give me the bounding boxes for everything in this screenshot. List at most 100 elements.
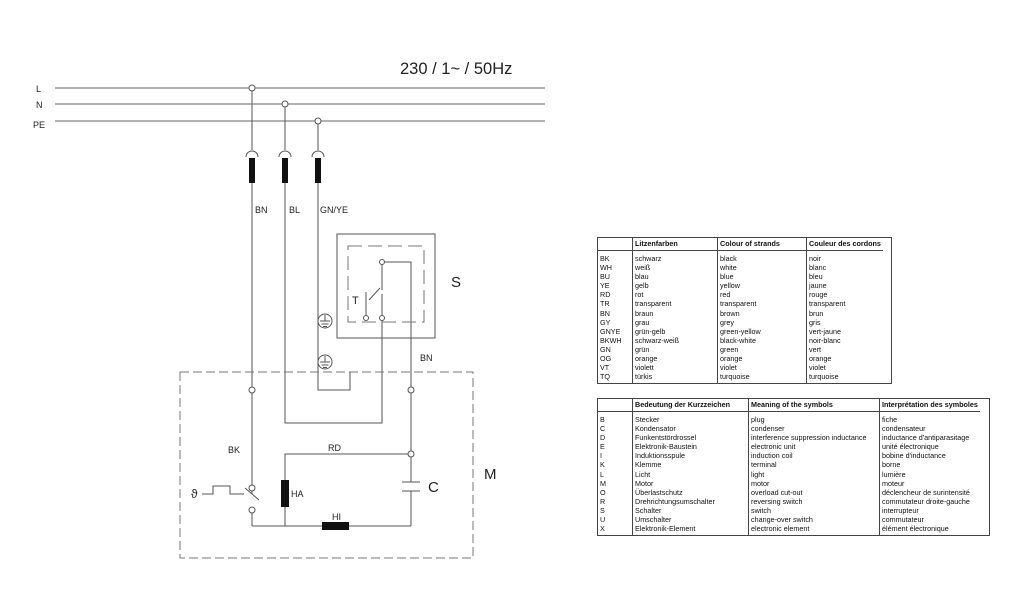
symbol-row-english: overload cut-out [748, 487, 880, 497]
symbol-row-french: inductance d'antiparasitage [878, 433, 980, 443]
strand-row-german: weiß [632, 263, 718, 273]
symbol-row-english: induction coil [748, 451, 880, 461]
strand-row-english: turquoise [717, 372, 807, 384]
symbol-legend-header: Bedeutung der Kurzzeichen Meaning of the… [598, 399, 980, 412]
switch-box-inner [347, 245, 425, 323]
symbol-row-code: X [600, 524, 605, 534]
wire-label-bn-top: BN [255, 205, 268, 215]
strand-row-code: GNYE [600, 326, 621, 336]
switch-label-S: S [451, 274, 461, 291]
symbol-row-code: D [600, 433, 606, 443]
symbol-row-english: motor [748, 478, 880, 488]
wire-label-bl-top: BL [289, 205, 300, 215]
strand-row-french: bleu [805, 272, 883, 282]
symbol-row-code: E [600, 442, 605, 452]
strand-row-german: türkis [632, 372, 718, 384]
strand-row-german: grün-gelb [632, 326, 718, 336]
symbol-row-french: commutateur [878, 515, 980, 525]
strand-row-french: vert-jaune [805, 326, 883, 336]
strand-row-french: noir-blanc [805, 335, 883, 345]
symbol-header-code [598, 399, 633, 412]
strand-header-de: Litzenfarben [632, 238, 718, 251]
symbol-row-german: Kondensator [632, 424, 749, 434]
symbol-row-german: Motor [632, 478, 749, 488]
line-label-PE: PE [33, 120, 45, 130]
strand-row-english: green-yellow [717, 326, 807, 336]
symbol-row-english: condenser [748, 424, 880, 434]
strand-row-french: gris [805, 317, 883, 327]
strand-row-english: black [717, 250, 807, 264]
symbol-row-german: Schalter [632, 505, 749, 516]
symbol-row-french: unité électronique [878, 442, 980, 452]
symbol-row-code: C [600, 424, 606, 434]
strand-row-german: orange [632, 354, 718, 364]
strand-row-german: gelb [632, 281, 718, 291]
strand-row-french: orange [805, 354, 883, 364]
supply-lines [55, 87, 545, 122]
symbol-row-code: S [600, 505, 605, 515]
strand-row-french: turquoise [805, 372, 883, 384]
line-label-N: N [36, 100, 43, 110]
strand-row-code: GN [600, 344, 611, 354]
symbol-row-english: electronic element [748, 524, 880, 536]
strand-row-english: white [717, 263, 807, 273]
junction-dots-motor [248, 386, 415, 514]
strand-row-english: violet [717, 363, 807, 373]
strand-row-german: rot [632, 290, 718, 300]
strand-row-code: BK [600, 254, 610, 263]
strand-header-fr: Couleur des cordons [805, 238, 883, 251]
symbol-row-french: déclencheur de surintensité [878, 487, 980, 497]
thermal-icon: ϑ [191, 487, 198, 501]
strand-row-german: grau [632, 317, 718, 327]
capacitor-label: C [428, 479, 439, 496]
strand-row-german: transparent [632, 299, 718, 309]
strand-row-german: violett [632, 363, 718, 373]
symbol-row-english: reversing switch [748, 496, 880, 506]
strand-row-german: schwarz [632, 250, 718, 264]
strand-row-german: braun [632, 308, 718, 318]
strand-row-german: blau [632, 272, 718, 282]
wire-label-rd: RD [328, 443, 341, 453]
switch-contact-dots [363, 259, 385, 321]
junction-dots-supply [248, 84, 322, 125]
strand-row-code: VT [600, 363, 610, 373]
symbol-row-french: moteur [878, 478, 980, 488]
symbol-row-code: O [600, 487, 606, 497]
strand-colour-legend: Litzenfarben Colour of strands Couleur d… [597, 237, 892, 385]
main-winding-label: HA [291, 489, 304, 499]
strand-row-code: YE [600, 281, 610, 291]
strand-legend-header: Litzenfarben Colour of strands Couleur d… [598, 238, 883, 251]
strand-row-french: blanc [805, 263, 883, 273]
strand-header-en: Colour of strands [717, 238, 807, 251]
earth-icon [317, 313, 333, 329]
symbol-row-english: electronic unit [748, 442, 880, 452]
symbol-row-english: interference suppression inductance [748, 433, 880, 443]
strand-row-code: BN [600, 308, 610, 318]
symbol-row-german: Klemme [632, 460, 749, 470]
symbol-row-english: terminal [748, 460, 880, 470]
symbol-row-german: Elektronik-Baustein [632, 442, 749, 452]
strand-row-german: grün [632, 344, 718, 355]
symbol-row-french: fiche [878, 411, 980, 425]
wire-label-bn-right: BN [420, 353, 433, 363]
symbol-row-code: I [600, 451, 602, 461]
switch-box [336, 233, 436, 339]
symbol-row-french: bobine d'inductance [878, 451, 980, 461]
switch-contact-T: T [352, 295, 359, 307]
symbol-row-english: change-over switch [748, 515, 880, 525]
